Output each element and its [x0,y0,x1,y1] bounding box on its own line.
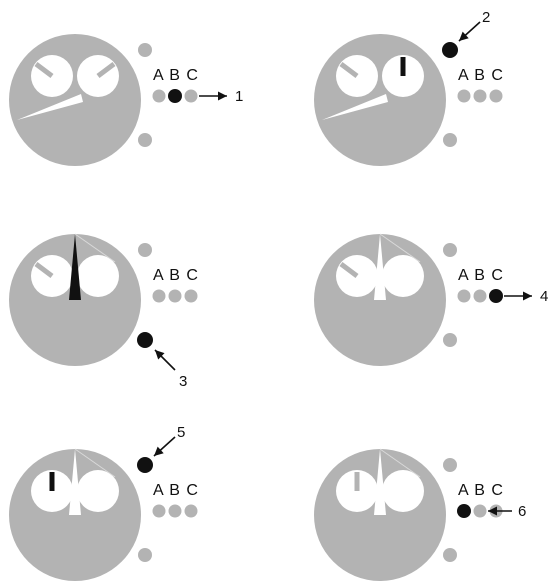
dial-marker [74,233,116,263]
position-dot-c [184,504,198,518]
callout-number: 2 [482,9,490,26]
position-dot-c [184,289,198,303]
position-dot-b [473,504,487,518]
watch-panel-5: A B C 5 [9,424,199,581]
position-dot-a [152,89,166,103]
position-dot-a [152,289,166,303]
watch-panel-2: A B C 2 [314,9,504,166]
second-hand [17,94,83,120]
subdial-right [77,255,119,297]
crown-bottom [138,548,152,562]
crown-bottom [137,332,153,348]
callout-number: 4 [540,288,548,305]
watch-panel-6: A B C 6 [314,448,526,581]
second-hand [374,234,386,300]
crown-top [138,43,152,57]
abc-label: A B C [153,482,199,499]
second-hand [322,94,388,120]
crown-bottom [443,133,457,147]
callout-arrow-head [155,350,165,360]
position-dot-a [457,289,471,303]
subdial-right [382,255,424,297]
abc-label: A B C [153,267,199,284]
watch-panel-4: A B C 4 [314,233,548,366]
left-subdial-hand [34,262,54,278]
crown-top [443,458,457,472]
left-subdial-hand [339,262,359,278]
second-hand [69,234,81,300]
abc-label: A B C [458,267,504,284]
abc-label: A B C [153,67,199,84]
abc-label: A B C [458,67,504,84]
left-subdial-hand [339,62,359,78]
crown-top [443,243,457,257]
second-hand [69,449,81,515]
dial-marker [74,448,116,478]
crown-bottom [443,333,457,347]
position-dot-a [457,504,471,518]
dial-marker [379,448,421,478]
callout-arrow-head [218,91,227,101]
watch-panel-1: A B C 1 [9,34,243,166]
crown-bottom [443,548,457,562]
left-subdial-hand [34,62,54,78]
callout-arrow-head [459,31,469,41]
second-hand [374,449,386,515]
position-dot-b [168,89,182,103]
crown-bottom [138,133,152,147]
callout-number: 3 [179,373,187,390]
crown-top [138,243,152,257]
position-dot-a [152,504,166,518]
abc-label: A B C [458,482,504,499]
position-dot-c [489,289,503,303]
position-dot-c [489,89,503,103]
callout-number: 6 [518,503,526,520]
crown-top [137,457,153,473]
crown-top [442,42,458,58]
callout-arrow-head [488,506,497,516]
position-dot-b [168,289,182,303]
position-dot-b [473,89,487,103]
position-dot-b [168,504,182,518]
callout-arrow-head [523,291,532,301]
right-subdial-hand [96,62,116,78]
callout-number: 5 [177,424,185,441]
callout-arrow-head [154,446,164,456]
subdial-right [382,470,424,512]
subdial-right [77,470,119,512]
position-dot-a [457,89,471,103]
watch-panel-3: A B C 3 [9,233,199,390]
dial-marker [379,233,421,263]
position-dot-b [473,289,487,303]
position-dot-c [184,89,198,103]
callout-number: 1 [235,88,243,105]
